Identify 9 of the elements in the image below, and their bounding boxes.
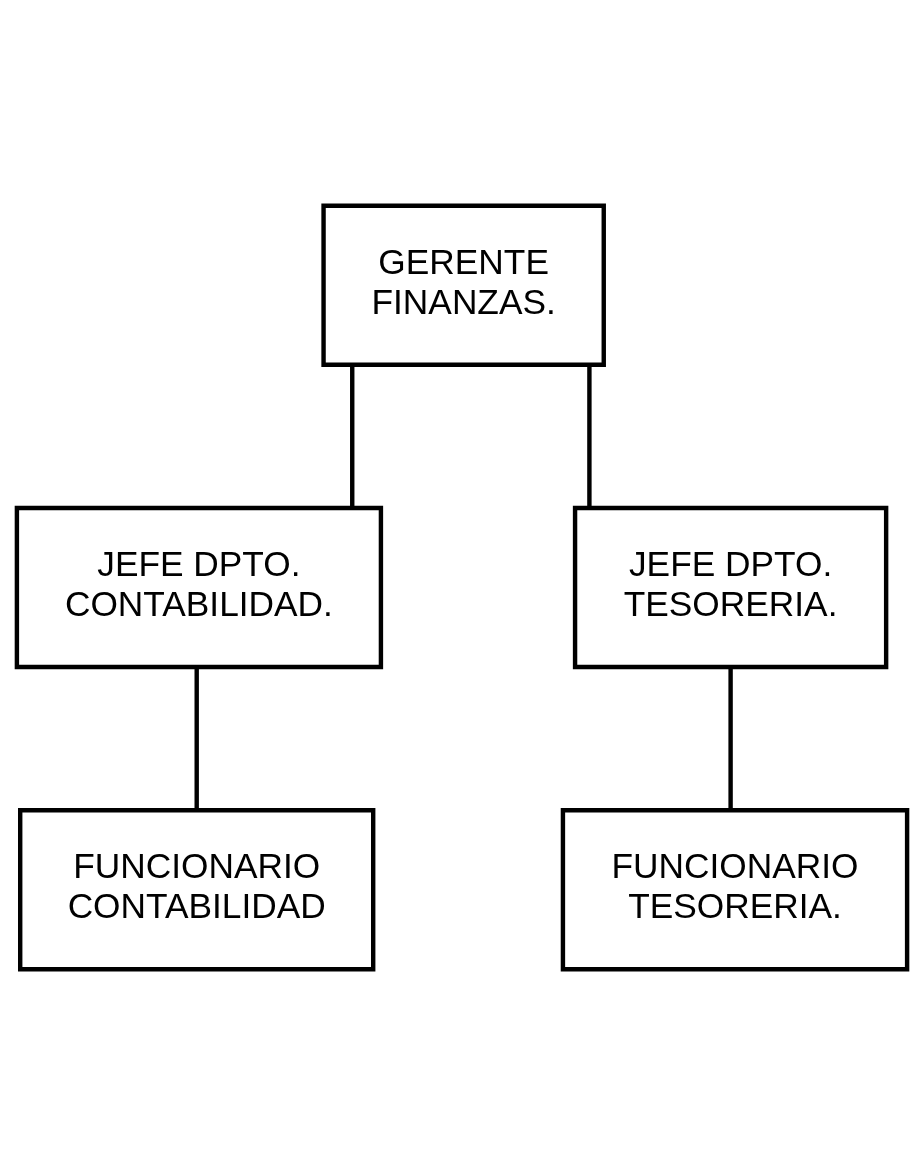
connector (194, 667, 199, 810)
connector (350, 364, 355, 508)
node-box: FUNCIONARIO CONTABILIDAD (18, 807, 376, 971)
node-box: JEFE DPTO. TESORERIA. (572, 505, 889, 669)
connector (728, 667, 733, 810)
node-box: FUNCIONARIO TESORERIA. (560, 807, 910, 971)
node-box: GERENTE FINANZAS. (321, 203, 606, 367)
connector (587, 364, 592, 508)
node-box: JEFE DPTO. CONTABILIDAD. (14, 505, 384, 669)
